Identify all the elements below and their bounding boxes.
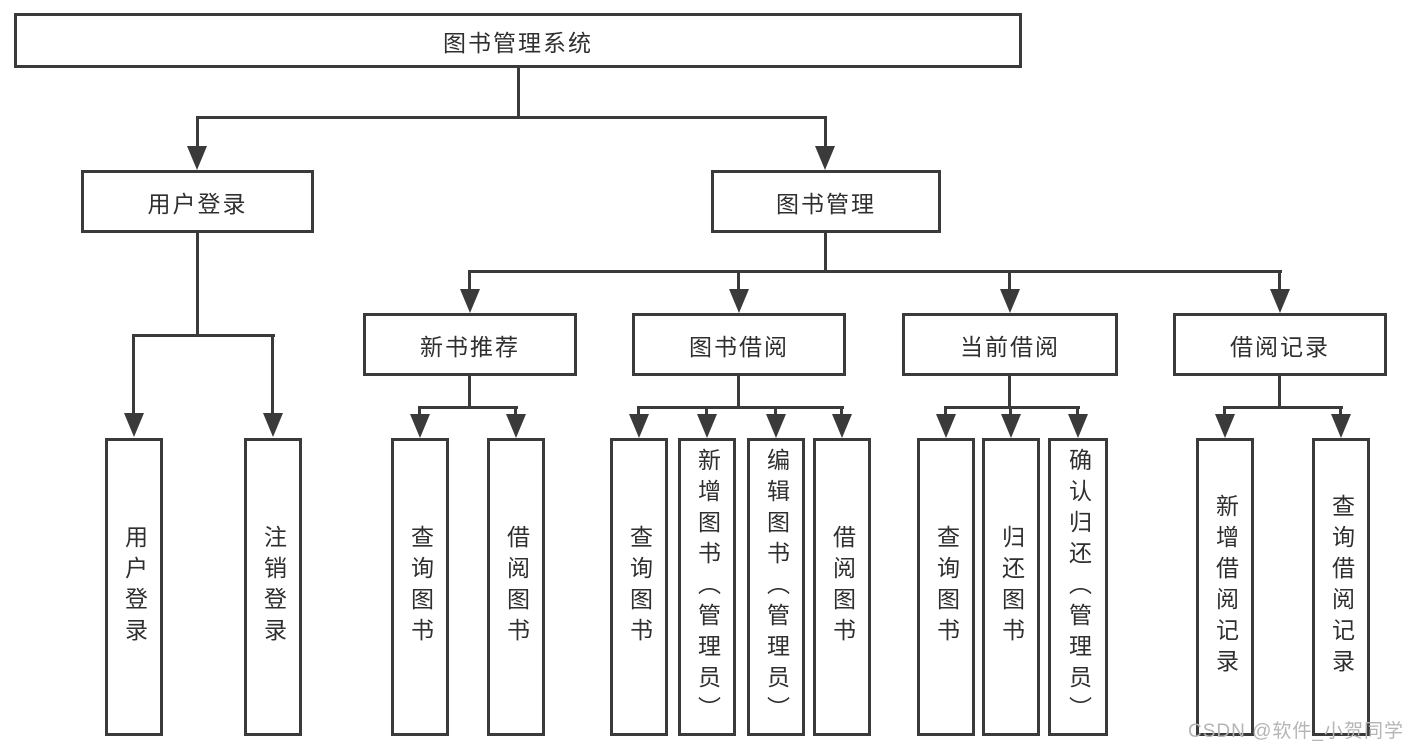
connector-line: [1278, 376, 1281, 408]
node-label: 查询图书: [626, 525, 653, 649]
node-label: 注销登录: [260, 525, 287, 649]
connector-line: [944, 406, 1080, 409]
connector-line: [944, 406, 947, 416]
node-label: 用户登录: [121, 525, 148, 649]
node-label: 归还图书: [998, 525, 1025, 649]
node-leaf-add-book: 新增图书（管理员）: [678, 438, 736, 736]
node-leaf-query-borrow-record: 查询借阅记录: [1312, 438, 1370, 736]
node-user-login: 用户登录: [81, 170, 314, 233]
node-label: 当前借阅: [960, 333, 1060, 360]
node-leaf-return-book: 归还图书: [982, 438, 1040, 736]
arrow-down-icon: [506, 414, 526, 438]
node-leaf-borrow-book-1: 借阅图书: [487, 438, 545, 736]
connector-line: [1223, 406, 1343, 409]
node-label: 新增借阅记录: [1212, 494, 1239, 680]
arrow-down-icon: [1331, 414, 1351, 438]
node-book-mgmt: 图书管理: [711, 170, 941, 233]
node-label: 用户登录: [147, 190, 248, 217]
node-new-book-rec: 新书推荐: [363, 313, 577, 376]
connector-line: [1008, 376, 1011, 408]
node-label: 查询借阅记录: [1328, 494, 1355, 680]
node-label: 借阅图书: [503, 525, 530, 649]
arrow-down-icon: [187, 146, 207, 170]
node-label: 确认归还（管理员）: [1065, 447, 1092, 727]
node-label: 图书借阅: [689, 333, 789, 360]
connector-line: [132, 334, 135, 414]
connector-line: [196, 116, 199, 148]
connector-line: [774, 406, 777, 416]
arrow-down-icon: [1000, 289, 1020, 313]
arrow-down-icon: [766, 414, 786, 438]
arrow-down-icon: [936, 414, 956, 438]
node-label: 新书推荐: [420, 333, 520, 360]
connector-line: [840, 406, 843, 416]
node-borrow-records: 借阅记录: [1173, 313, 1387, 376]
node-leaf-query-book-1: 查询图书: [391, 438, 449, 736]
arrow-down-icon: [697, 414, 717, 438]
node-root: 图书管理系统: [14, 13, 1022, 68]
arrow-down-icon: [124, 413, 144, 437]
connector-line: [468, 376, 471, 408]
arrow-down-icon: [1270, 289, 1290, 313]
node-label: 编辑图书（管理员）: [763, 447, 790, 727]
node-leaf-add-borrow-record: 新增借阅记录: [1196, 438, 1254, 736]
node-book-borrow: 图书借阅: [632, 313, 846, 376]
connector-line: [517, 68, 520, 118]
node-leaf-confirm-return: 确认归还（管理员）: [1048, 438, 1108, 736]
node-label: 查询图书: [933, 525, 960, 649]
node-label: 查询图书: [407, 525, 434, 649]
node-label: 图书管理: [776, 190, 876, 217]
arrow-down-icon: [832, 414, 852, 438]
node-label: 新增图书（管理员）: [694, 447, 721, 727]
node-leaf-query-book-3: 查询图书: [917, 438, 975, 736]
node-label: 借阅记录: [1230, 333, 1330, 360]
connector-line: [637, 406, 640, 416]
connector-line: [1339, 406, 1342, 416]
connector-line: [1076, 406, 1079, 416]
connector-line: [196, 116, 827, 119]
connector-line: [637, 406, 844, 409]
connector-line: [824, 116, 827, 148]
node-leaf-user-login: 用户登录: [105, 438, 163, 736]
node-leaf-logout: 注销登录: [244, 438, 302, 736]
connector-line: [196, 233, 199, 336]
connector-line: [824, 233, 827, 273]
arrow-down-icon: [729, 289, 749, 313]
connector-line: [737, 376, 740, 408]
arrow-down-icon: [410, 414, 430, 438]
arrow-down-icon: [1001, 414, 1021, 438]
connector-line: [737, 270, 740, 292]
connector-line: [514, 406, 517, 416]
connector-line: [132, 334, 275, 337]
arrow-down-icon: [1068, 414, 1088, 438]
arrow-down-icon: [815, 146, 835, 170]
arrow-down-icon: [263, 413, 283, 437]
connector-line: [271, 334, 274, 414]
connector-line: [705, 406, 708, 416]
node-leaf-borrow-book-2: 借阅图书: [813, 438, 871, 736]
arrow-down-icon: [460, 289, 480, 313]
connector-line: [468, 270, 1282, 273]
node-label: 图书管理系统: [443, 29, 593, 56]
arrow-down-icon: [629, 414, 649, 438]
node-leaf-edit-book: 编辑图书（管理员）: [747, 438, 805, 736]
connector-line: [468, 270, 471, 292]
csdn-watermark: CSDN @软件_小贺同学: [1188, 721, 1404, 742]
connector-line: [1278, 270, 1281, 292]
arrow-down-icon: [1215, 414, 1235, 438]
connector-line: [418, 406, 421, 416]
connector-line: [1223, 406, 1226, 416]
connector-line: [1008, 270, 1011, 292]
connector-line: [1009, 406, 1012, 416]
connector-line: [418, 406, 518, 409]
node-leaf-query-book-2: 查询图书: [610, 438, 668, 736]
node-label: 借阅图书: [829, 525, 856, 649]
node-current-borrow: 当前借阅: [902, 313, 1118, 376]
